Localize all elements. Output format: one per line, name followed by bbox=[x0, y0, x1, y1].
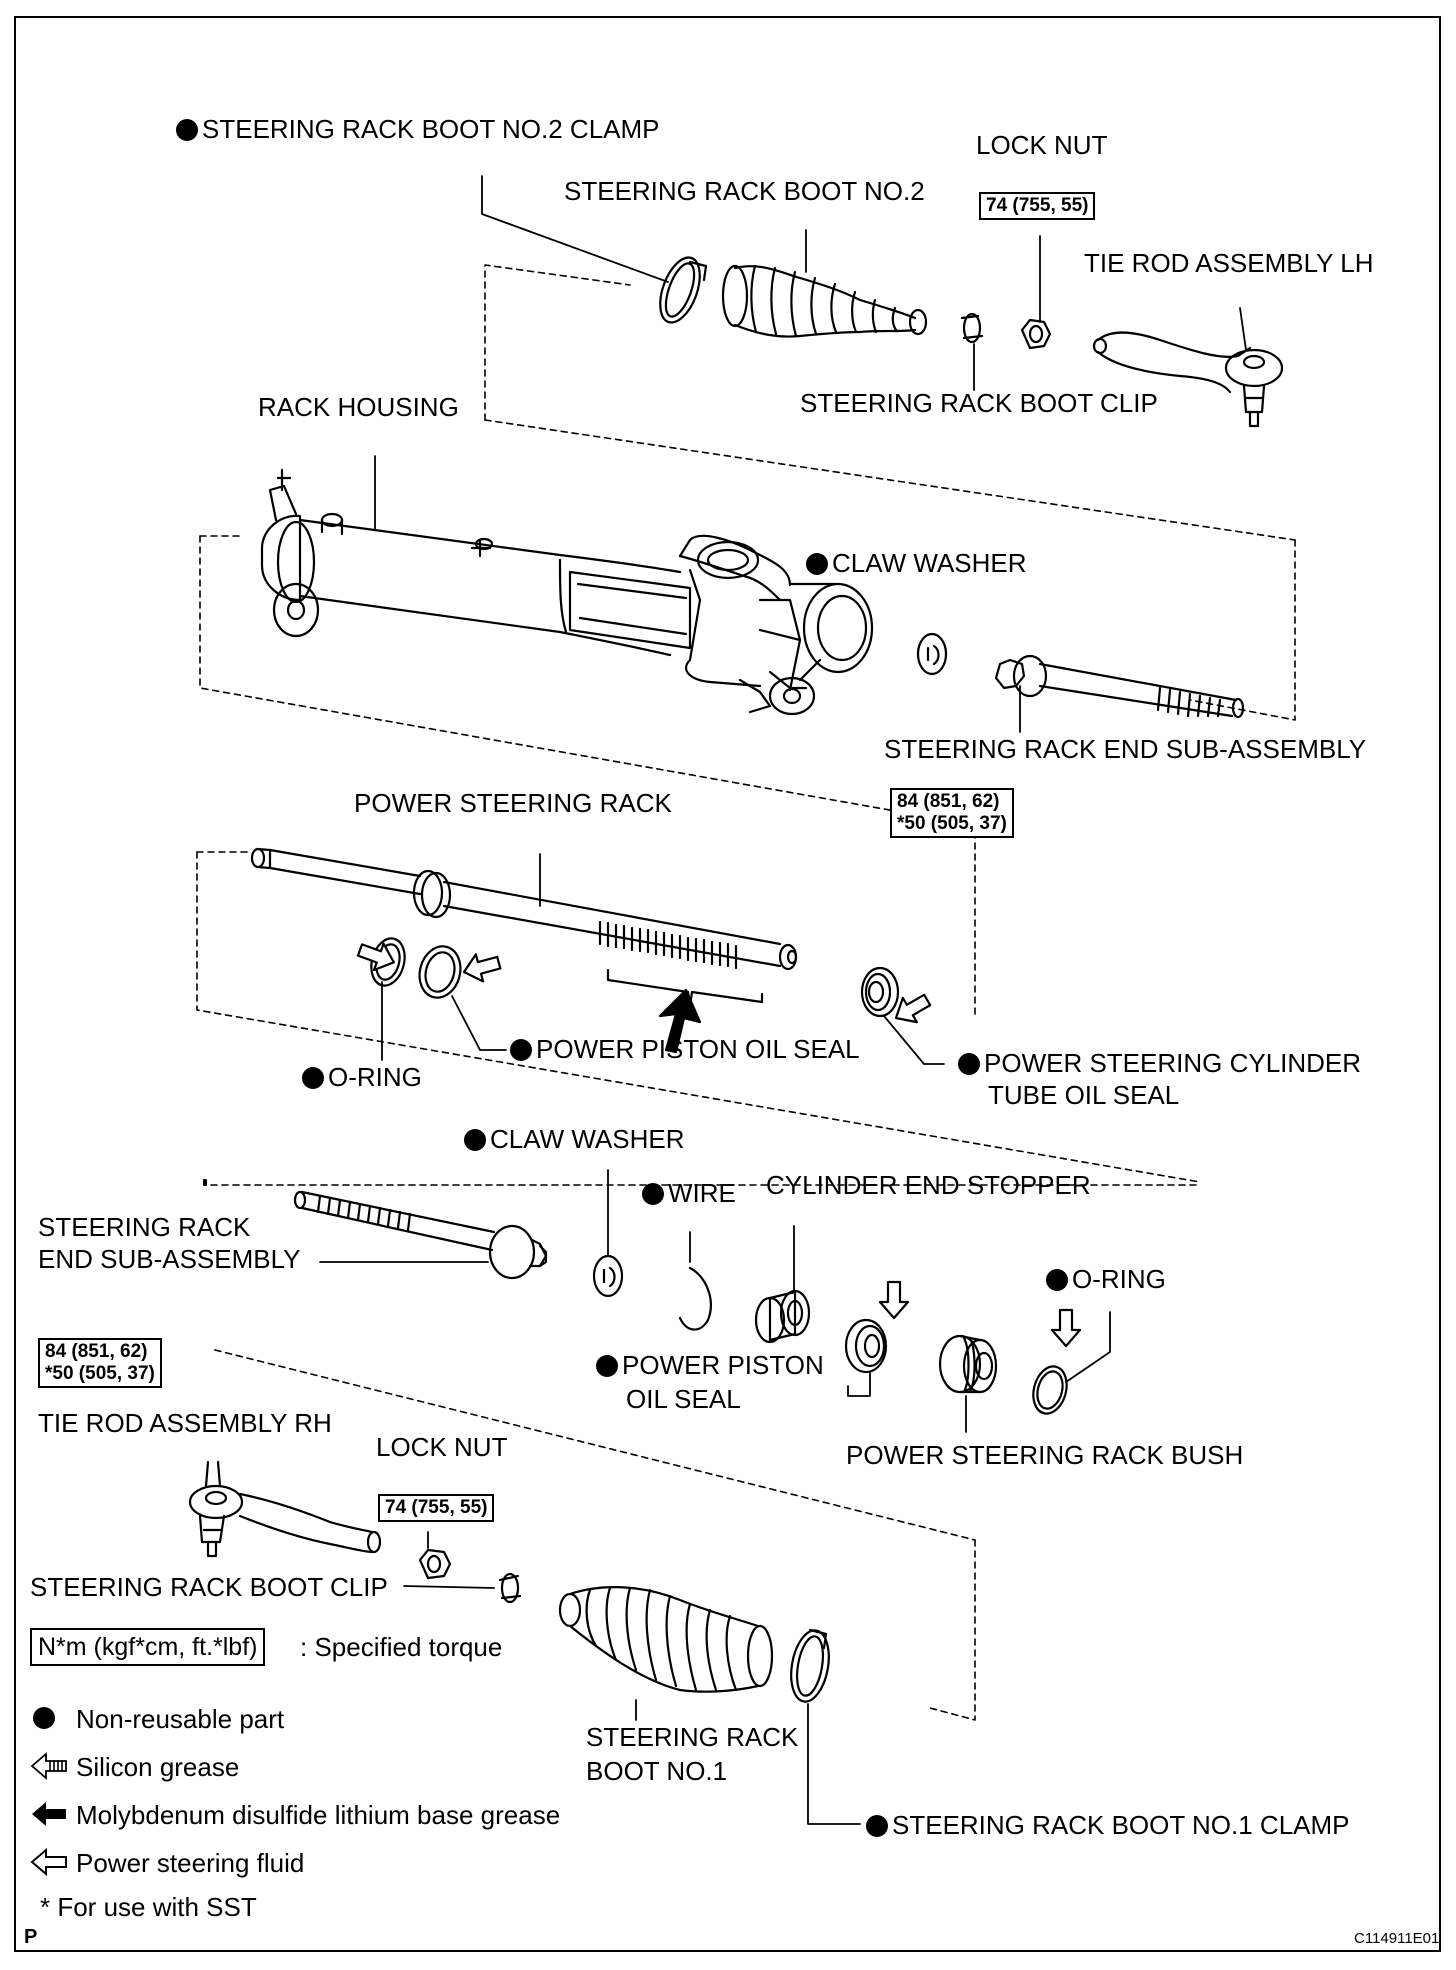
label-boot2: STEERING RACK BOOT NO.2 bbox=[564, 176, 925, 206]
non-reusable-dot-icon bbox=[176, 119, 198, 141]
tie-rod-lh-part bbox=[1092, 331, 1284, 428]
non-reusable-dot-icon bbox=[866, 1815, 888, 1837]
label-o-ring-left: O-RING bbox=[302, 1062, 422, 1092]
non-reusable-dot-icon bbox=[596, 1355, 618, 1377]
legend-sst: * For use with SST bbox=[40, 1892, 257, 1922]
cylinder-end-stopper-part bbox=[754, 1289, 811, 1344]
label-tie-rod-lh: TIE ROD ASSEMBLY LH bbox=[1084, 248, 1374, 278]
label-power-piston-oil-seal-low-1: POWER PISTON bbox=[596, 1350, 824, 1380]
label-claw-washer-top: CLAW WASHER bbox=[806, 548, 1027, 578]
label-rack-end-low-1: STEERING RACK bbox=[38, 1212, 251, 1242]
figure-code: C114911E01 bbox=[1354, 1930, 1440, 1947]
label-power-piston-oil-seal-low-2: OIL SEAL bbox=[626, 1384, 741, 1414]
label-claw-washer-low: CLAW WASHER bbox=[464, 1124, 685, 1154]
label-cylinder-end-stopper: CYLINDER END STOPPER bbox=[766, 1170, 1091, 1200]
claw-washer-top-part bbox=[916, 632, 948, 676]
legend-silicon: Silicon grease bbox=[76, 1752, 240, 1782]
legend-fluid: Power steering fluid bbox=[76, 1848, 305, 1878]
non-reusable-dot-icon bbox=[958, 1053, 980, 1075]
rack-end-top-part bbox=[994, 654, 1245, 719]
power-steering-fluid-icon bbox=[30, 1847, 67, 1877]
dashed-assembly-lines bbox=[196, 264, 1296, 1721]
legend-icons bbox=[30, 1707, 67, 1877]
legend-non-reusable: Non-reusable part bbox=[76, 1704, 285, 1734]
leader-lines bbox=[319, 175, 1247, 1825]
label-wire: WIRE bbox=[642, 1178, 736, 1208]
torque-rack-end-top: 84 (851, 62)*50 (505, 37) bbox=[890, 788, 1014, 838]
label-rack-bush: POWER STEERING RACK BUSH bbox=[846, 1440, 1244, 1470]
label-power-piston-oil-seal-mid: POWER PISTON OIL SEAL bbox=[510, 1034, 860, 1064]
torque-lock-nut-low: 74 (755, 55) bbox=[378, 1494, 495, 1522]
legend-torque-box: N*m (kgf*cm, ft.*lbf) bbox=[30, 1628, 266, 1666]
label-rack-end-low-2: END SUB-ASSEMBLY bbox=[38, 1244, 301, 1274]
boot-clip-top-part bbox=[960, 312, 984, 344]
label-lock-nut-low: LOCK NUT bbox=[376, 1432, 508, 1462]
lock-nut-top-part bbox=[1020, 318, 1052, 350]
label-o-ring-right: O-RING bbox=[1046, 1264, 1166, 1294]
non-reusable-dot-icon bbox=[806, 553, 828, 575]
legend-molybdenum: Molybdenum disulfide lithium base grease bbox=[76, 1800, 561, 1830]
label-boot-clip-top: STEERING RACK BOOT CLIP bbox=[800, 388, 1158, 418]
boot2-clamp-part bbox=[659, 256, 708, 324]
label-rack-end-top: STEERING RACK END SUB-ASSEMBLY bbox=[884, 734, 1367, 764]
lock-nut-low-part bbox=[418, 1548, 452, 1580]
boot1-part bbox=[558, 1586, 774, 1693]
cylinder-tube-oil-seal-part bbox=[860, 966, 900, 1018]
torque-rack-end-low: 84 (851, 62)*50 (505, 37) bbox=[38, 1338, 162, 1388]
label-cylinder-tube-oil-seal-1: POWER STEERING CYLINDER bbox=[958, 1048, 1361, 1078]
label-boot1-clamp: STEERING RACK BOOT NO.1 CLAMP bbox=[866, 1810, 1350, 1840]
label-lock-nut-top: LOCK NUT bbox=[976, 130, 1108, 160]
non-reusable-dot-icon bbox=[510, 1039, 532, 1061]
tie-rod-rh-part bbox=[188, 1460, 382, 1558]
power-piston-oil-seal-low-part bbox=[844, 1318, 888, 1374]
molybdenum-arrow-icon bbox=[658, 988, 702, 1054]
boot-clip-low-part bbox=[498, 1572, 522, 1604]
wire-part bbox=[678, 1266, 712, 1331]
label-boot-clip-low: STEERING RACK BOOT CLIP bbox=[30, 1572, 388, 1602]
label-boot1-2: BOOT NO.1 bbox=[586, 1756, 728, 1786]
power-piston-oil-seal-mid-part bbox=[418, 945, 462, 999]
label-boot1-1: STEERING RACK bbox=[586, 1722, 799, 1752]
power-steering-rack-part bbox=[250, 847, 798, 971]
non-reusable-dot-icon bbox=[302, 1067, 324, 1089]
label-rack-housing: RACK HOUSING bbox=[258, 392, 459, 422]
label-cylinder-tube-oil-seal-2: TUBE OIL SEAL bbox=[988, 1080, 1180, 1110]
claw-washer-low-part bbox=[592, 1254, 624, 1298]
o-ring-right-part bbox=[1032, 1365, 1068, 1415]
non-reusable-dot-icon bbox=[464, 1129, 486, 1151]
torque-lock-nut-top: 74 (755, 55) bbox=[979, 192, 1096, 220]
molybdenum-grease-icon bbox=[32, 1802, 66, 1826]
non-reusable-dot-icon bbox=[1046, 1269, 1068, 1291]
rack-housing-part bbox=[260, 468, 874, 716]
boot1-clamp-part bbox=[790, 1628, 830, 1703]
non-reusable-dot-icon bbox=[642, 1183, 664, 1205]
rack-bush-part bbox=[938, 1334, 998, 1394]
legend-torque-desc: : Specified torque bbox=[300, 1632, 503, 1662]
boot2-part bbox=[721, 264, 928, 338]
non-reusable-dot-icon bbox=[33, 1707, 55, 1729]
silicon-grease-icon bbox=[30, 1752, 67, 1780]
rack-end-low-part bbox=[293, 1190, 548, 1280]
label-boot2-clamp: STEERING RACK BOOT NO.2 CLAMP bbox=[176, 114, 660, 144]
diagram-frame bbox=[14, 16, 1441, 1952]
label-tie-rod-rh: TIE ROD ASSEMBLY RH bbox=[38, 1408, 332, 1438]
corner-letter: P bbox=[24, 1926, 38, 1948]
label-power-steering-rack: POWER STEERING RACK bbox=[354, 788, 672, 818]
